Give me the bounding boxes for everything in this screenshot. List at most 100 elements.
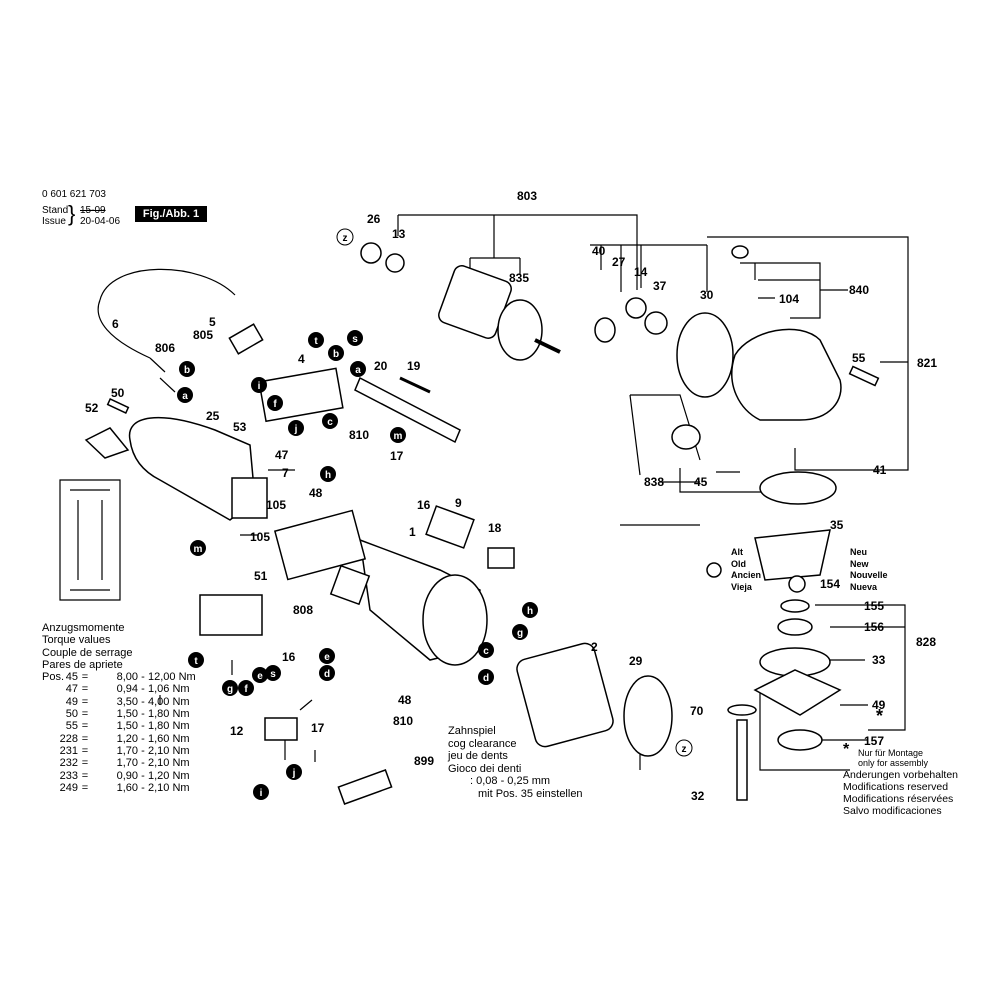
svg-text:d: d [324,669,330,680]
torque-min: 8,00 [116,671,138,684]
callout-25: 25 [206,409,220,423]
bearing-37 [644,311,668,335]
callout-45: 45 [694,475,708,489]
range-dash: - [141,744,145,757]
callout-35: 35 [830,518,844,532]
bubble-i-bottom: i [253,784,269,800]
cover-30 [676,312,734,398]
svg-text:g: g [227,684,233,695]
torque-max: 1,06 Nm [148,683,190,696]
svg-text:z: z [343,233,348,244]
callout-808: 808 [293,603,313,617]
bearing-157 [777,729,823,751]
callout-17b: 17 [311,721,325,735]
range-dash: - [141,683,145,696]
equals-sign: = [81,757,89,770]
torque-pos: 228 [59,732,78,745]
part-18 [487,547,515,569]
torque-row: 232=1,70-2,10 Nm [42,757,190,770]
star-49: * [876,706,884,726]
svg-text:a: a [182,391,188,402]
torque-pos: 47 [65,683,78,696]
callout-157: 157 [864,734,884,748]
svg-text:s: s [352,334,358,345]
torque-row: 50=1,50-1,80 Nm [42,708,190,721]
grease-tube-899 [337,769,393,805]
svg-text:i: i [258,381,261,392]
torque-pos: 55 [65,720,78,733]
torque-row: 228=1,20-1,60 Nm [42,732,190,745]
callout-828: 828 [916,635,936,649]
svg-text:g: g [517,628,523,639]
equals-sign: = [81,781,89,794]
callout-18: 18 [488,521,502,535]
pinion-838 [671,424,701,450]
callout-numbers: 803 26 13 835 40 27 14 37 30 840 104 821… [85,189,937,803]
bubble-h-right: h [522,602,538,618]
callout-33: 33 [872,653,886,667]
callout-50: 50 [111,386,125,400]
torque-min: 1,20 [116,732,138,745]
svg-text:m: m [394,431,403,442]
equals-sign: = [81,732,89,745]
callout-41: 41 [873,463,887,477]
screw-50 [106,398,130,414]
torque-min: 1,60 [116,781,138,794]
torque-pos: 233 [59,769,78,782]
callout-4: 4 [298,352,305,366]
callout-810a: 810 [349,428,369,442]
torque-min: 1,50 [116,708,138,721]
modifications-note: Änderungen vorbehalten Modifications res… [843,769,959,817]
callout-7: 7 [282,466,289,480]
callout-55: 55 [852,351,866,365]
gear-clearance-note: Zahnspiel cog clearance jeu de dents Gio… [448,725,583,800]
range-dash: - [141,769,145,782]
torque-title-en: Torque values [42,634,111,647]
svg-text:e: e [324,652,330,663]
torque-row: 231=1,70-2,10 Nm [42,744,190,757]
callout-47: 47 [275,448,289,462]
svg-text:b: b [184,365,190,376]
torque-pos: 232 [59,757,78,770]
callout-105a: 105 [266,498,286,512]
bubble-a-left: a [177,387,193,403]
bubble-i-top: i [251,377,267,393]
star-note: * [843,741,850,758]
equals-sign: = [81,744,89,757]
washer-154 [788,575,806,593]
callout-2: 2 [591,640,598,654]
callout-37: 37 [653,279,667,293]
bubble-a-top: a [350,361,366,377]
bubble-z-bottom: z [675,739,693,757]
torque-max: 2,10 Nm [148,781,190,794]
callout-803: 803 [517,189,537,203]
callout-52: 52 [85,401,99,415]
range-dash: - [141,671,145,684]
bubble-b-left: b [179,361,195,377]
callout-30: 30 [700,288,714,302]
date-stand: 15-09 [80,205,106,216]
torque-max: 1,20 Nm [148,769,190,782]
callout-49: 49 [872,698,886,712]
bearing-14 [625,297,647,319]
torque-pos: 49 [65,695,78,708]
spindle-32 [736,719,748,801]
torque-min: 1,70 [116,757,138,770]
stator-2 [516,642,614,748]
brace: } [68,201,76,226]
bubble-d-right: d [478,669,494,685]
equals-sign: = [81,708,89,721]
torque-pos: 50 [65,708,78,721]
callout-20: 20 [374,359,388,373]
bubble-s: s [347,330,363,346]
bearing-156 [777,618,813,636]
torque-row: 49=3,50-4,00 Nm [42,695,190,708]
bubble-m-top: m [390,427,406,443]
bearing-13 [385,253,405,273]
torque-row: 55=1,50-1,80 Nm [42,720,190,733]
bubble-c-top: c [322,413,338,429]
svg-text:j: j [294,424,298,435]
callout-12: 12 [230,724,244,738]
ring-40 [594,317,616,343]
bubble-d-mid: d [319,665,335,681]
